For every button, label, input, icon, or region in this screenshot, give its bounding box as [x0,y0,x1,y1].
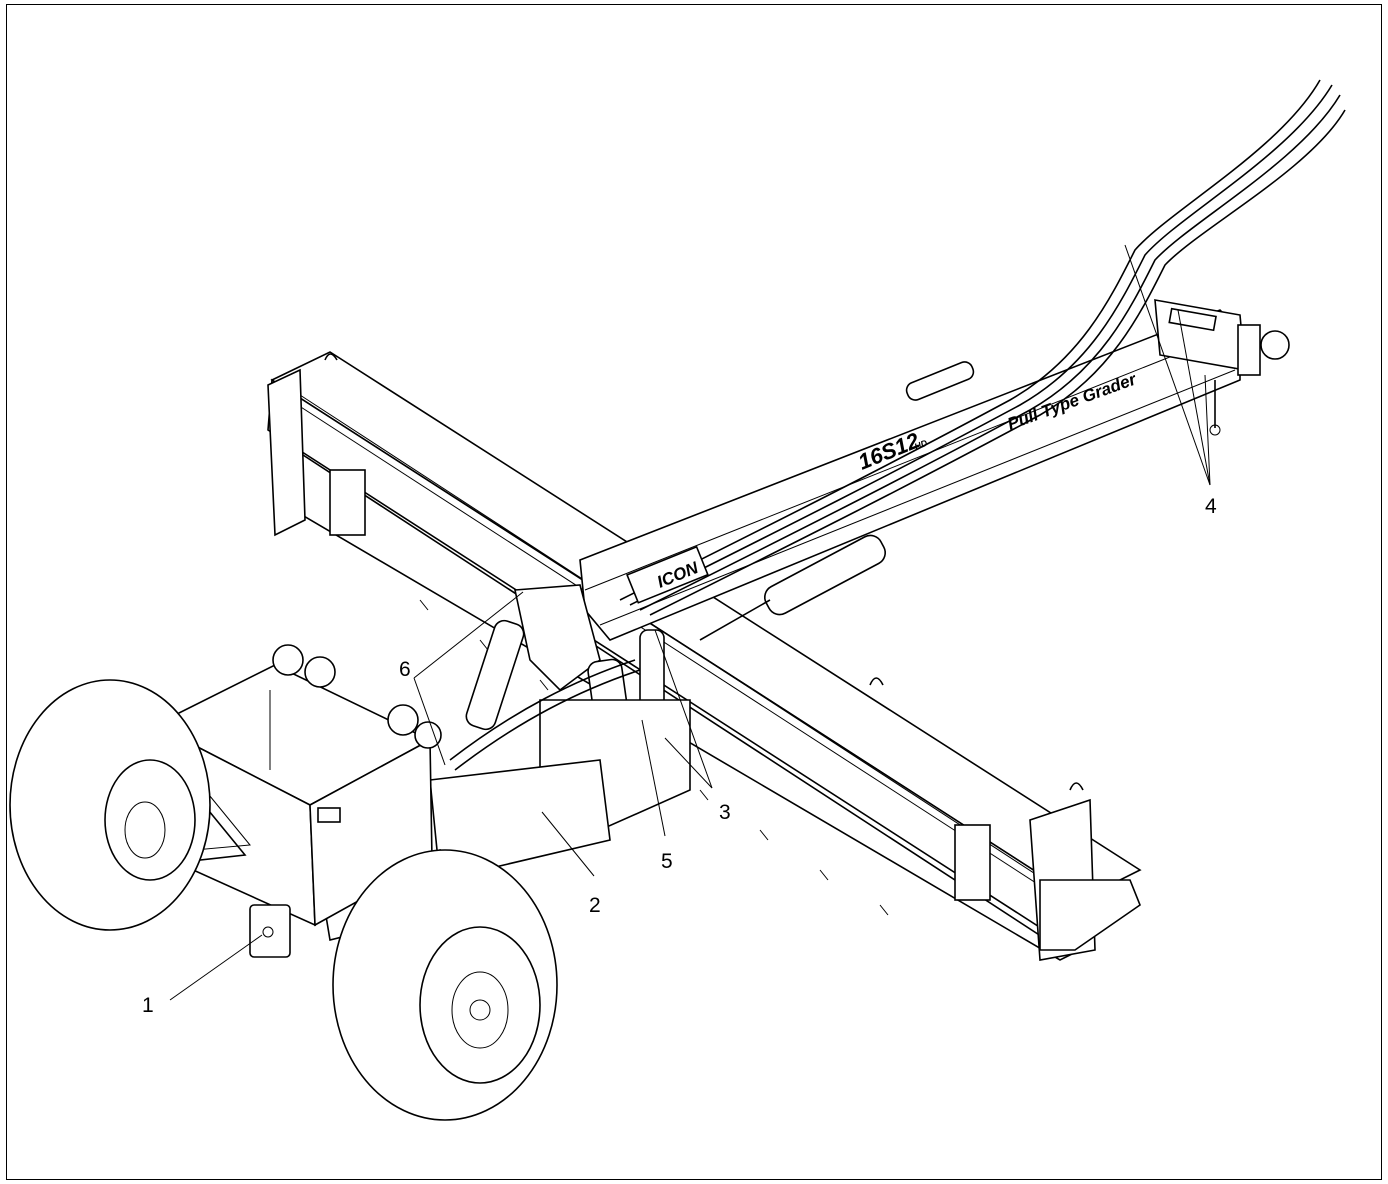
leader-lines [169,244,1211,1001]
callout-1: 1 [142,994,154,1017]
brand-decal: ICON [626,545,709,604]
callout-4: 4 [1205,495,1217,518]
callout-5: 5 [661,850,673,873]
callout-3: 3 [719,801,731,824]
callout-6: 6 [399,658,411,681]
callout-2: 2 [589,894,601,917]
left-wheel [9,679,211,931]
tongue-beam [579,79,1346,641]
model-suffix-text: HD [913,438,929,452]
side-shift-cylinder [699,534,887,641]
right-wheel [332,849,558,1121]
